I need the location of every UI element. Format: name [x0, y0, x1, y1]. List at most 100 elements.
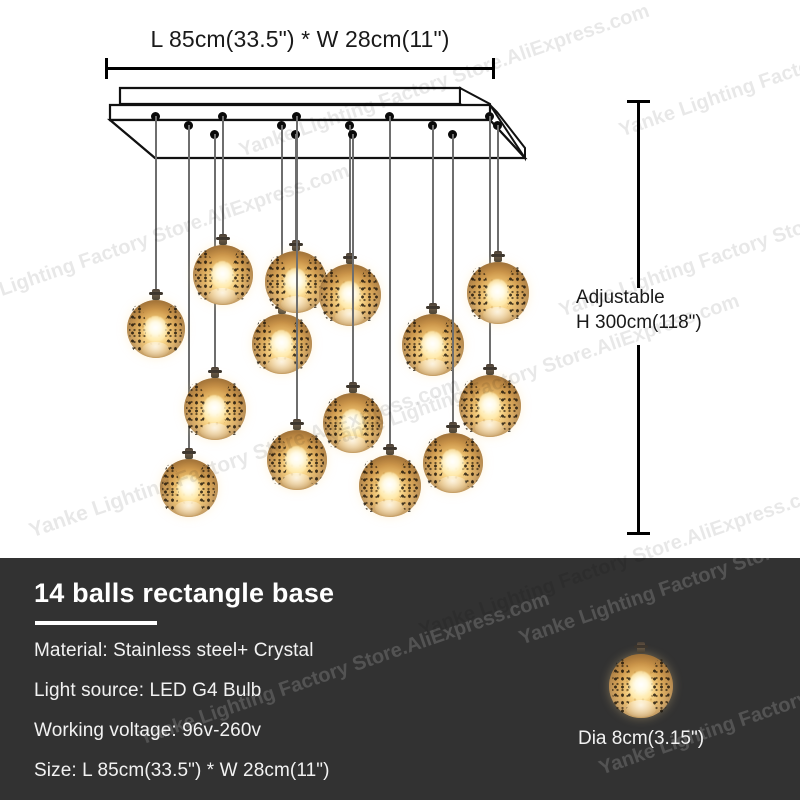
ball-speckle-right	[232, 249, 251, 301]
ball-speckle-left	[161, 463, 180, 513]
ball-glass-highlight	[417, 358, 448, 375]
ball-detail-callout: Dia 8cm(3.15")	[556, 636, 726, 750]
ball-speckle-left	[320, 268, 340, 322]
pendant-cord	[221, 116, 224, 236]
pendant-ball-sphere	[159, 459, 218, 517]
panel-title: 14 balls rectangle base	[34, 578, 335, 608]
pendant-ball-cap	[207, 367, 222, 378]
ball-glow-core	[177, 474, 200, 502]
pendant-cord	[351, 134, 354, 384]
pendant-cord	[496, 125, 499, 253]
spec-line: Material: Stainless steel+ Crystal	[34, 640, 314, 661]
ball-speckle-right	[359, 268, 379, 322]
pendant-ball-cap	[445, 422, 460, 433]
pendant-ball-cap	[342, 253, 357, 264]
detail-ball-cap	[634, 642, 648, 653]
pendant-ball-sphere	[266, 430, 327, 490]
ball-glass-highlight	[438, 476, 467, 492]
ball-speckle-left	[253, 318, 272, 370]
pendant-ball-cap	[289, 419, 304, 430]
ball-speckle-left	[185, 382, 205, 436]
pendant-cord	[451, 134, 454, 424]
ball-glow-core	[485, 278, 510, 308]
ball-speckle-left	[266, 255, 286, 309]
ball-glass-highlight	[208, 288, 237, 304]
plate-edge-left	[109, 119, 156, 159]
pendant-ball-sphere	[318, 264, 381, 326]
spec-line: Size: L 85cm(33.5") * W 28cm(11")	[34, 760, 330, 781]
ball-glow-core	[477, 391, 502, 421]
top-dimension-cap-right	[492, 58, 495, 79]
pendant-cord	[187, 125, 190, 450]
plate-right-wedge	[489, 104, 526, 162]
spec-panel: 14 balls rectangle base Material: Stainl…	[0, 558, 800, 800]
pendant-ball-cluster	[126, 112, 529, 517]
detail-ball-sphere	[609, 654, 673, 718]
pendant-cord	[488, 116, 491, 366]
top-dimension-cap-left	[105, 58, 108, 79]
ball-speckle-left	[194, 249, 213, 301]
ball-speckle-right	[164, 304, 183, 354]
ball-speckle-right	[507, 266, 527, 320]
ball-glow-core	[211, 261, 234, 289]
ball-glass-highlight	[374, 499, 405, 516]
spec-line: Working voltage: 96v-260v	[34, 720, 262, 741]
ball-glow-core	[420, 330, 445, 360]
ball-glow-core	[441, 449, 464, 477]
ball-glow-core	[144, 315, 167, 343]
pendant-cord	[388, 116, 391, 446]
pendant-ball-cap	[215, 234, 230, 245]
pendant-ball-sphere	[458, 375, 521, 437]
ball-glass-highlight	[338, 436, 367, 452]
ball-speckle-left	[324, 397, 343, 449]
pendant-ball-cap	[345, 382, 360, 393]
pendant-ball-sphere	[422, 433, 483, 493]
ball-speckle-right	[499, 379, 519, 433]
ball-glass-highlight	[474, 419, 505, 436]
ball-speckle-left	[268, 434, 287, 486]
ball-glow-core	[341, 409, 364, 437]
pendant-ball-cap	[482, 364, 497, 375]
top-dimension-label: L 85cm(33.5") * W 28cm(11")	[150, 26, 450, 52]
ball-speckle-left	[460, 379, 480, 433]
ball-speckle-right	[224, 382, 244, 436]
ball-glass-highlight	[280, 295, 311, 312]
ball-speckle-left	[403, 318, 423, 372]
pendant-ball-sphere	[183, 378, 246, 440]
ball-glass-highlight	[334, 308, 365, 325]
pendant-ball-sphere	[192, 245, 253, 305]
height-dimension-cap-bottom	[627, 532, 650, 535]
ball-glass-highlight	[267, 357, 296, 373]
pendant-ball-sphere	[358, 455, 421, 517]
pendant-cord	[348, 125, 351, 255]
ball-speckle-left	[424, 437, 443, 489]
pendant-ball-sphere	[126, 300, 185, 358]
ball-speckle-right	[651, 659, 671, 713]
ball-speckle-left	[128, 304, 147, 354]
ball-glow-core	[337, 280, 362, 310]
ball-glass-highlight	[174, 500, 203, 516]
pendant-ball-sphere	[401, 314, 464, 376]
ball-speckle-right	[362, 397, 381, 449]
pendant-ball-cap	[382, 444, 397, 455]
ball-glass-highlight	[282, 473, 311, 489]
pendant-cord	[280, 125, 283, 305]
ball-glow-core	[628, 671, 654, 701]
height-dimension-line-upper	[637, 100, 640, 288]
ball-speckle-right	[306, 434, 325, 486]
height-dimension-line-lower	[637, 345, 640, 535]
ball-glass-highlight	[482, 306, 513, 323]
ball-speckle-right	[462, 437, 481, 489]
height-label-line-2: H 300cm(118")	[576, 312, 702, 333]
ball-glow-core	[202, 394, 227, 424]
ball-speckle-right	[197, 463, 216, 513]
pendant-cord	[431, 125, 434, 305]
height-label-line-1: Adjustable	[576, 287, 665, 308]
detail-ball-image	[605, 636, 677, 720]
pendant-ball-sphere	[251, 314, 312, 374]
ball-glass-highlight	[199, 422, 230, 439]
pendant-ball-cap	[425, 303, 440, 314]
ball-speckle-left	[611, 659, 631, 713]
height-dimension-label: Adjustable H 300cm(118")	[576, 285, 702, 335]
